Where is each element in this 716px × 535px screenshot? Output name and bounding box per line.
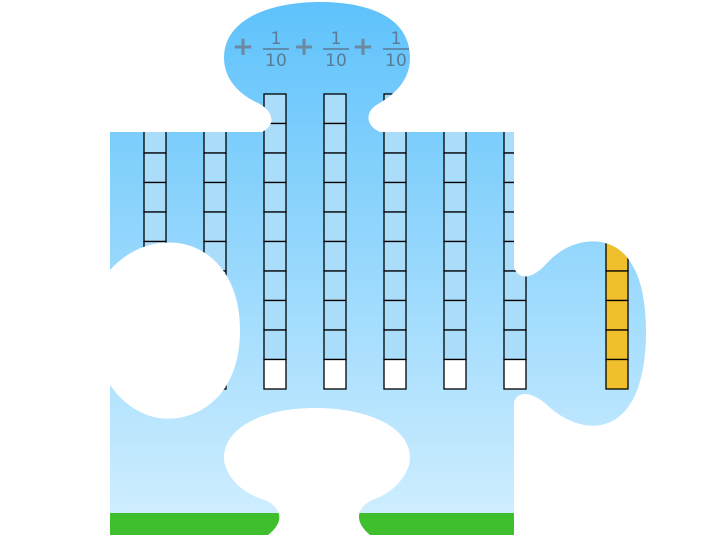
bar-3-cell bbox=[263, 181, 287, 213]
bar-3-cell bbox=[263, 122, 287, 154]
bar-5-cell bbox=[383, 358, 407, 390]
highlight-bar-cell bbox=[605, 358, 629, 390]
bar-7-cell bbox=[503, 240, 527, 272]
bar-6-cell bbox=[443, 240, 467, 272]
bottom-socket-cutout bbox=[224, 408, 410, 535]
bar-1-cell bbox=[143, 122, 167, 154]
bar-3-cell bbox=[263, 211, 287, 243]
highlight-bar-cell bbox=[605, 270, 629, 302]
bar-1-cell bbox=[143, 152, 167, 184]
highlight-bar-cell bbox=[605, 299, 629, 331]
bar-4-cell bbox=[323, 240, 347, 272]
bar-1-cell bbox=[143, 93, 167, 125]
plus-sign-2: + bbox=[293, 32, 315, 62]
fraction-3-numerator: 1 bbox=[391, 29, 402, 49]
bar-7-cell bbox=[503, 122, 527, 154]
ground-strip bbox=[110, 513, 646, 535]
bar-2-cell bbox=[203, 211, 227, 243]
bar-5-cell bbox=[383, 299, 407, 331]
fraction-2-denominator: 10 bbox=[325, 51, 347, 71]
bar-3-cell bbox=[263, 299, 287, 331]
highlight-bar-cell bbox=[605, 181, 629, 213]
bar-1-cell bbox=[143, 181, 167, 213]
bar-5-cell bbox=[383, 270, 407, 302]
bar-3-cell bbox=[263, 240, 287, 272]
bar-7-cell bbox=[503, 329, 527, 361]
bar-3-cell bbox=[263, 152, 287, 184]
fraction-2-numerator: 1 bbox=[331, 29, 342, 49]
fraction-1-denominator: 10 bbox=[265, 51, 287, 71]
bar-2-cell bbox=[203, 181, 227, 213]
fraction-1-numerator: 1 bbox=[271, 29, 282, 49]
highlight-bar-cell bbox=[605, 93, 629, 125]
bar-6-cell bbox=[443, 122, 467, 154]
bar-3-cell bbox=[263, 93, 287, 125]
bar-4-cell bbox=[323, 270, 347, 302]
bar-4-cell bbox=[323, 93, 347, 125]
bar-4-cell bbox=[323, 358, 347, 390]
bar-3-cell bbox=[263, 329, 287, 361]
bar-4-cell bbox=[323, 329, 347, 361]
bar-5-cell bbox=[383, 329, 407, 361]
bar-7-cell bbox=[503, 358, 527, 390]
bar-6-cell bbox=[443, 181, 467, 213]
bar-1-cell bbox=[143, 211, 167, 243]
bar-3-cell bbox=[263, 270, 287, 302]
bar-6-cell bbox=[443, 152, 467, 184]
highlight-bar-cell bbox=[605, 240, 629, 272]
bar-4-cell bbox=[323, 211, 347, 243]
bar-6-cell bbox=[443, 329, 467, 361]
bar-4-cell bbox=[323, 181, 347, 213]
bar-6-cell bbox=[443, 211, 467, 243]
plus-sign-3: + bbox=[352, 32, 374, 62]
bar-3-cell bbox=[263, 358, 287, 390]
bar-5-cell bbox=[383, 211, 407, 243]
bar-4-cell bbox=[323, 122, 347, 154]
bar-7-cell bbox=[503, 93, 527, 125]
bar-7-cell bbox=[503, 270, 527, 302]
highlight-bar-cell bbox=[605, 122, 629, 154]
bar-6-cell bbox=[443, 270, 467, 302]
bar-4-cell bbox=[323, 299, 347, 331]
bar-6-cell bbox=[443, 299, 467, 331]
bar-5-cell bbox=[383, 93, 407, 125]
bar-5-cell bbox=[383, 122, 407, 154]
bar-2-cell bbox=[203, 152, 227, 184]
bar-7-cell bbox=[503, 299, 527, 331]
bar-7-cell bbox=[503, 152, 527, 184]
highlight-bar-cell bbox=[605, 211, 629, 243]
bar-5-cell bbox=[383, 181, 407, 213]
plus-sign-1: + bbox=[232, 32, 254, 62]
bar-6-cell bbox=[443, 358, 467, 390]
fraction-3-denominator: 10 bbox=[385, 51, 407, 71]
bar-5-cell bbox=[383, 152, 407, 184]
bar-4-cell bbox=[323, 152, 347, 184]
bar-2-cell bbox=[203, 93, 227, 125]
highlight-bar-cell bbox=[605, 329, 629, 361]
bar-5-cell bbox=[383, 240, 407, 272]
equation: + 1 10 + 1 10 + 1 10 bbox=[232, 29, 409, 71]
highlight-bar-cell bbox=[605, 152, 629, 184]
bar-7-cell bbox=[503, 211, 527, 243]
left-socket-cutout bbox=[110, 242, 240, 419]
bar-7-cell bbox=[503, 181, 527, 213]
bar-2-cell bbox=[203, 122, 227, 154]
bar-6-cell bbox=[443, 93, 467, 125]
